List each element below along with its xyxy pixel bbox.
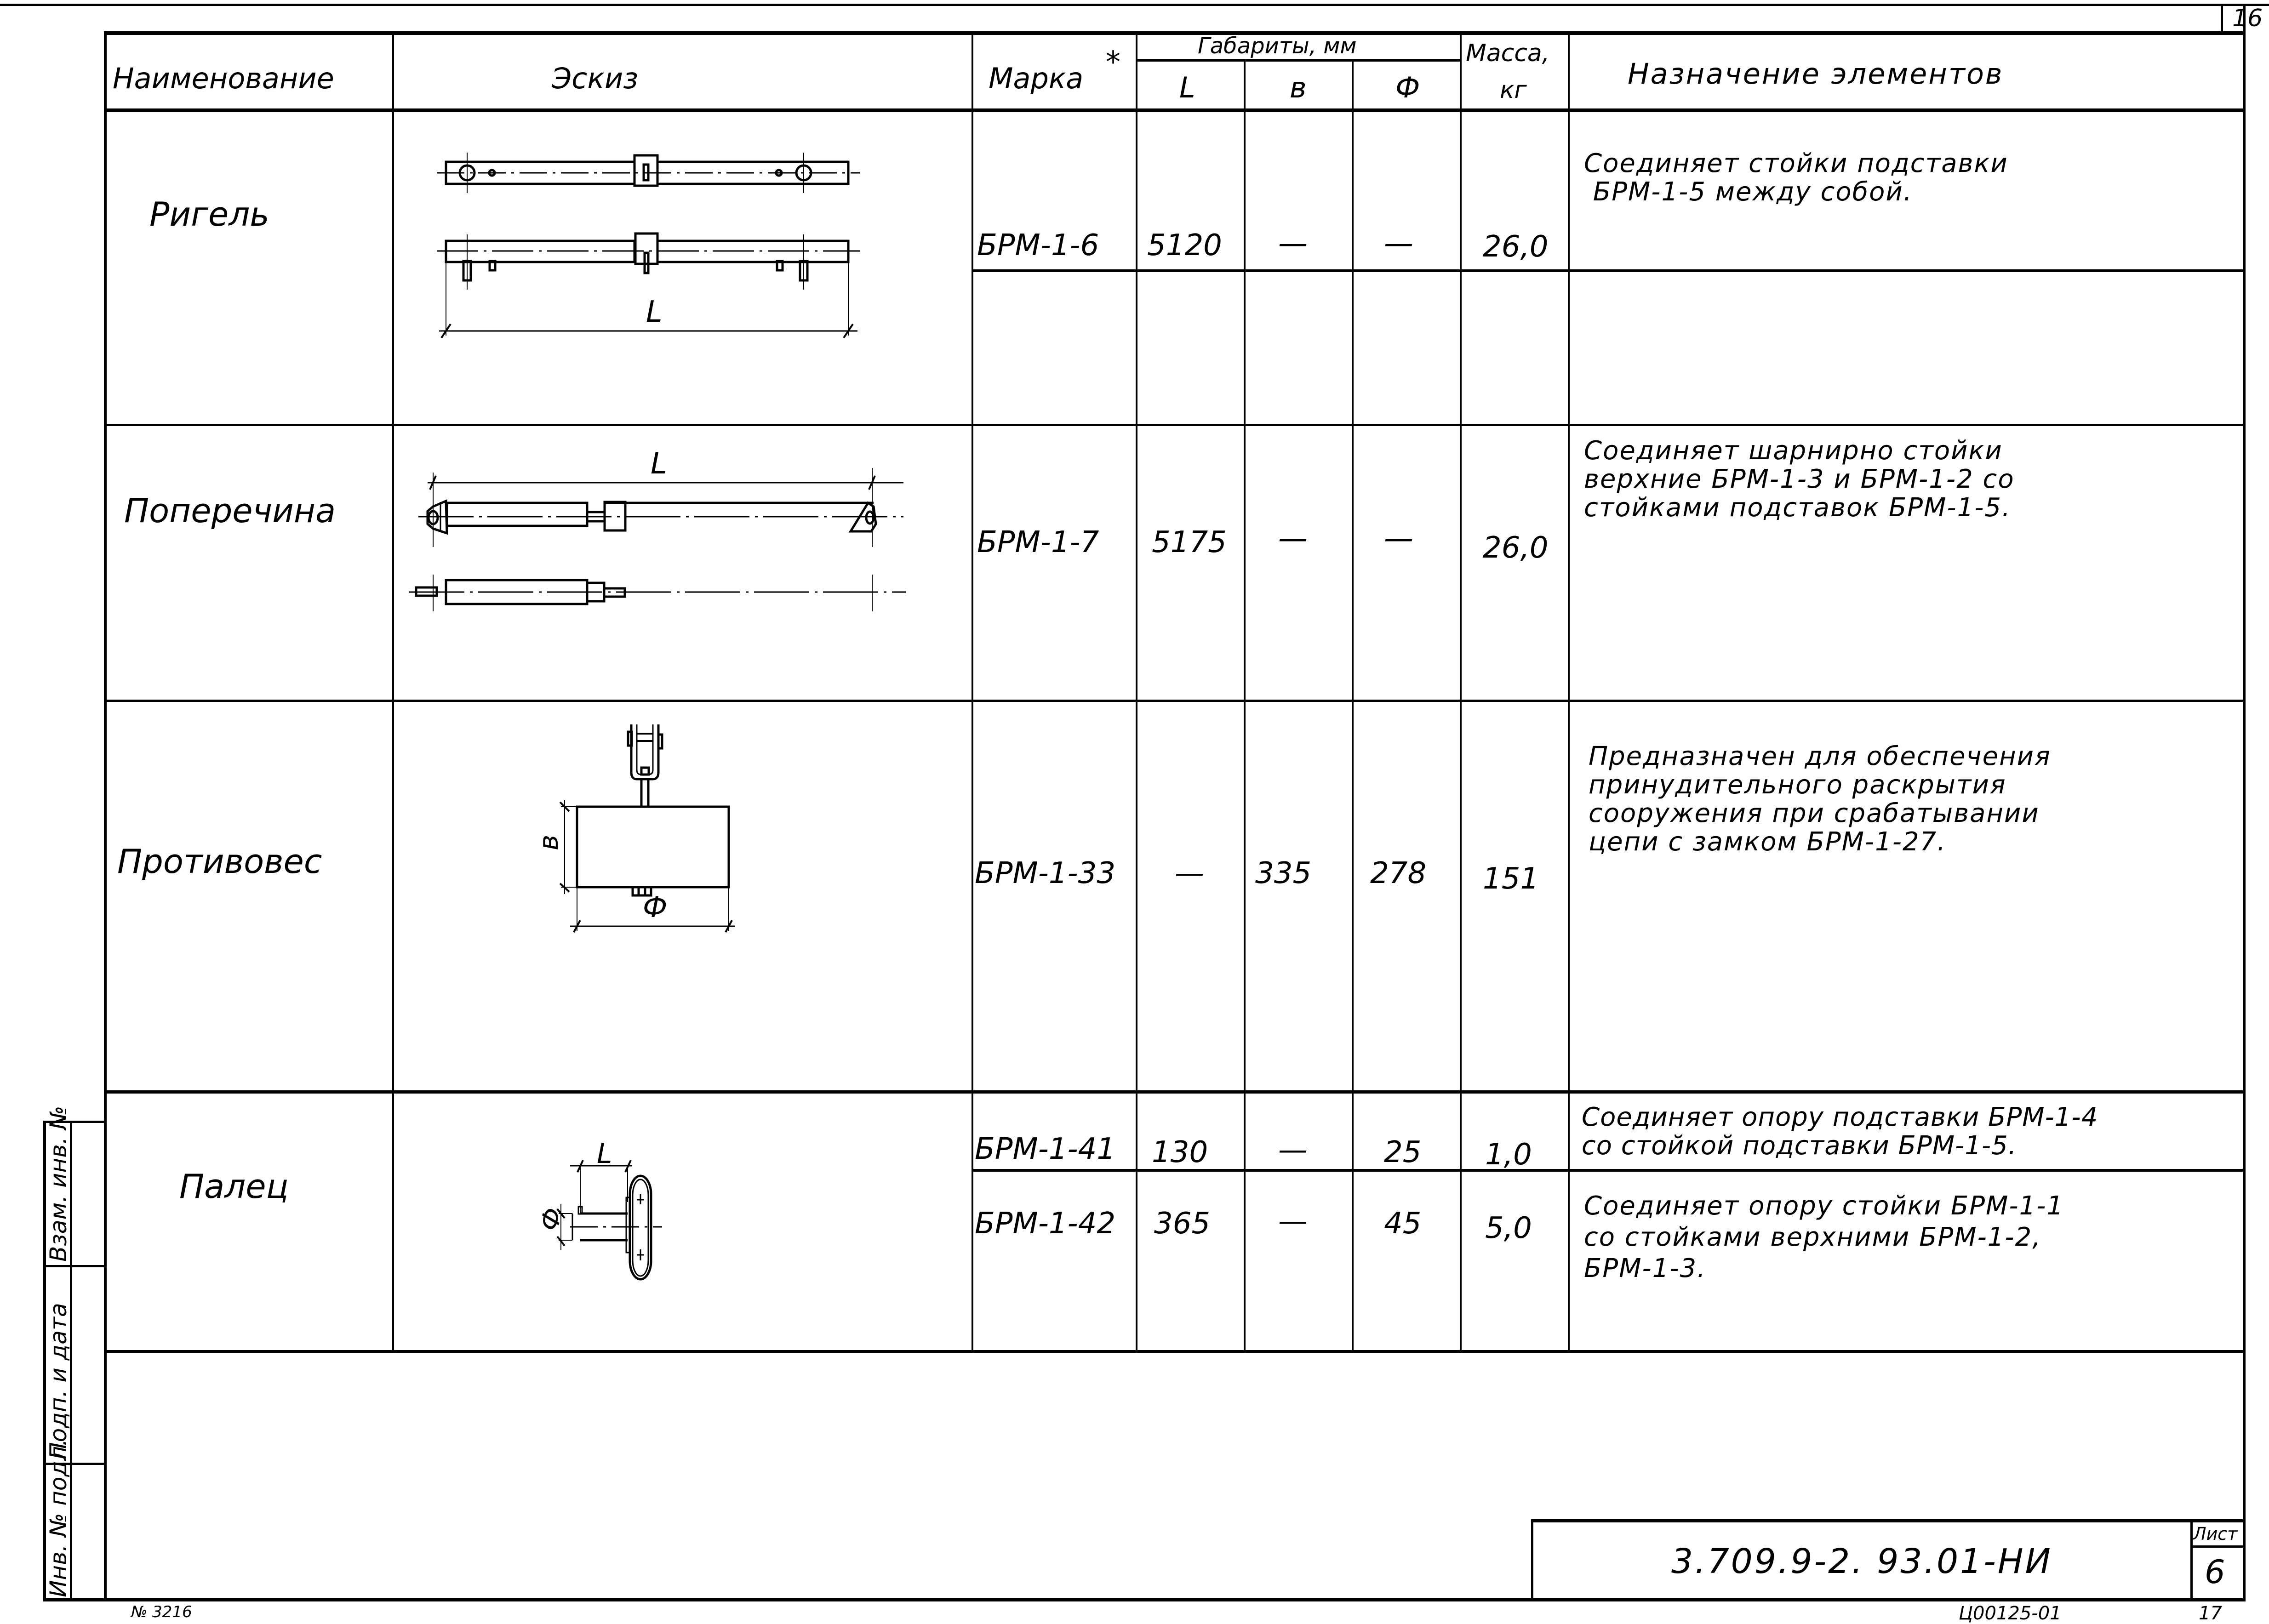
row-name: Ригель [149,195,269,234]
stamp-top-border [43,1121,107,1123]
row-name: Палец [179,1167,289,1206]
cell-phi: 278 [1370,856,1427,890]
sketch-dim-label-phi: Ф [534,1204,570,1235]
header-mass-unit: кг [1500,76,1527,104]
cell-b: — [1278,1133,1308,1167]
sketch-dim-label-phi: Ф [643,890,667,924]
corner-box-left [2221,4,2223,34]
footer-archive-code: Ц00125-01 [1959,1603,2062,1624]
cell-phi: — [1384,522,1413,556]
col-divider-name [392,31,394,1352]
cell-mass: 26,0 [1483,230,1549,264]
cell-purpose: Соединяет опору стойки БРМ-1-1 со стойка… [1584,1191,2064,1283]
row-divider-1 [105,424,2245,426]
top-sheet-border [0,4,2269,6]
header-sketch: Эскиз [552,62,639,95]
col-divider-b [1352,60,1354,1352]
cell-mark: БРМ-1-42 [975,1207,1116,1241]
stamp-left-border [43,1122,46,1601]
sketch-dim-label-b: в [533,835,564,850]
title-block-left-border [1531,1519,1533,1600]
row-rigel-subdivider [972,269,2245,272]
cell-mark: БРМ-1-41 [975,1132,1116,1166]
row-divider-2 [105,700,2245,702]
table-right-border [2243,4,2246,1601]
header-mark-footnote: * [1106,46,1120,80]
stamp-field-signature-date: Подп. и дата [45,1303,72,1459]
row-name: Поперечина [124,491,336,530]
cell-b: — [1278,522,1308,556]
header-purpose: Назначение элементов [1628,57,2004,91]
cell-b: — [1278,227,1308,261]
header-mark: Марка [989,62,1084,95]
footer-left-note: № 3216 [131,1603,192,1621]
cell-b: — [1278,1204,1308,1238]
sheet-corner-number: 16 [2232,5,2263,32]
cell-purpose: Предназначен для обеспечения принудитель… [1589,741,2051,857]
col-divider-sketch [972,31,973,1352]
table-left-border [104,31,107,1601]
cell-mark: БРМ-1-33 [975,856,1116,890]
cell-mass: 151 [1483,862,1539,896]
cell-mass: 5,0 [1485,1211,1532,1245]
cell-L: 5120 [1147,228,1222,262]
cell-L: — [1175,856,1204,890]
pin-sketch: L Ф [534,1138,690,1296]
document-code: 3.709.9-2. 93.01-НИ [1671,1542,2052,1581]
cell-phi: 45 [1384,1207,1422,1241]
sheet-number: 6 [2205,1553,2225,1591]
cell-phi: 25 [1384,1135,1422,1169]
cell-mark: БРМ-1-7 [977,525,1099,559]
sketch-dim-label-L: L [597,1138,612,1170]
col-divider-phi [1460,31,1462,1352]
header-mass: Масса, [1466,40,1550,67]
header-dim-b: в [1290,71,1307,104]
crossbar-sketch: L [409,447,938,648]
cell-b: 335 [1255,856,1312,890]
cell-phi: — [1384,227,1413,261]
row-divider-3 [105,1090,2245,1094]
stamp-divider-1 [43,1265,107,1267]
title-block-top-border [1531,1519,2245,1522]
stamp-field-replacement-inv: Взам. инв. № [45,1105,72,1262]
header-dimensions-group: Габариты, мм [1198,33,1357,59]
cell-mass: 26,0 [1483,531,1549,565]
header-dim-phi: Ф [1395,71,1420,104]
cell-L: 130 [1152,1135,1208,1169]
stamp-field-original-inv: Инв. № подл. [45,1439,72,1597]
rigel-beam-sketch: L [428,142,915,400]
header-dim-L: L [1179,71,1195,104]
cell-L: 5175 [1152,525,1227,559]
sheet-cell-border [2190,1519,2193,1600]
header-name: Наименование [113,62,334,95]
sketch-dim-label: L [651,447,667,481]
col-divider-mass [1568,31,1570,1352]
sheet-label: Лист [2193,1524,2238,1544]
col-divider-mark [1136,31,1137,1352]
stamp-divider-2 [43,1463,107,1465]
counterweight-sketch: в Ф [533,712,662,1071]
cell-purpose: Соединяет опору подставки БРМ-1-4 со сто… [1582,1102,2098,1161]
table-top-border [105,31,2245,35]
col-divider-L [1244,60,1246,1352]
row-divider-4 [105,1350,2245,1353]
footer-page-number: 17 [2199,1603,2222,1624]
sheet-label-underline [2190,1545,2245,1548]
stamp-inner-border [70,1122,72,1601]
sketch-dim-label: L [646,295,663,329]
cell-mark: БРМ-1-6 [977,228,1099,262]
cell-purpose: Соединяет стойки подставки БРМ-1-5 между… [1584,148,2008,207]
row-name: Противовес [117,842,322,881]
dim-group-underline [1136,59,1460,62]
cell-purpose: Соединяет шарнирно стойки верхние БРМ-1-… [1584,436,2015,523]
table-bottom-border [46,1598,2245,1601]
cell-mass: 1,0 [1485,1138,1532,1172]
cell-L: 365 [1154,1207,1211,1241]
row-palec-subdivider [972,1169,2245,1172]
header-bottom-border [105,108,2245,112]
